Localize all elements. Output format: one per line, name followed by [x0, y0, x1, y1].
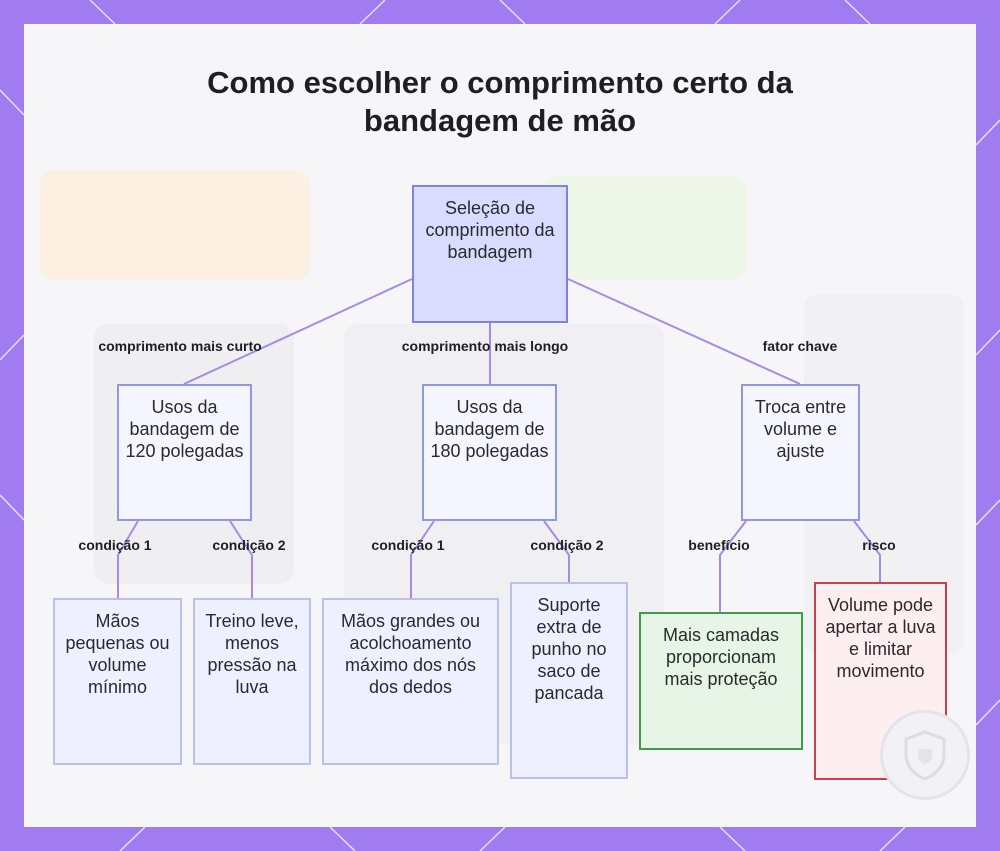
node-more-layers: Mais camadas proporcionam mais proteção: [639, 612, 803, 750]
connector: [411, 521, 434, 598]
edge-label-condition-2: condição 2: [530, 537, 603, 553]
node-small-hands: Mãos pequenas ou volume mínimo: [53, 598, 182, 765]
edge-label-condition-2: condição 2: [212, 537, 285, 553]
connector: [118, 521, 138, 598]
connector: [230, 521, 252, 598]
node-root: Seleção de comprimento da bandagem: [412, 185, 568, 323]
connector: [184, 279, 412, 384]
connector: [720, 521, 746, 612]
edge-label-condition-1: condição 1: [371, 537, 444, 553]
edge-label-benefit: benefício: [688, 537, 749, 553]
node-wrist-support: Suporte extra de punho no saco de pancad…: [510, 582, 628, 779]
diagram-title: Como escolher o comprimento certo da ban…: [150, 64, 850, 140]
edge-label-longer: comprimento mais longo: [402, 338, 568, 354]
node-uses-180: Usos da bandagem de 180 polegadas: [422, 384, 557, 521]
node-tradeoff: Troca entre volume e ajuste: [741, 384, 860, 521]
edge-label-condition-1: condição 1: [78, 537, 151, 553]
shield-badge-icon: [880, 710, 970, 800]
node-uses-120: Usos da bandagem de 120 polegadas: [117, 384, 252, 521]
node-light-training: Treino leve, menos pressão na luva: [193, 598, 311, 765]
node-large-hands: Mãos grandes ou acolchoamento máximo dos…: [322, 598, 499, 765]
edge-label-risk: risco: [862, 537, 895, 553]
edge-label-shorter: comprimento mais curto: [98, 338, 261, 354]
connector: [568, 279, 800, 384]
edge-label-key-factor: fator chave: [763, 338, 838, 354]
